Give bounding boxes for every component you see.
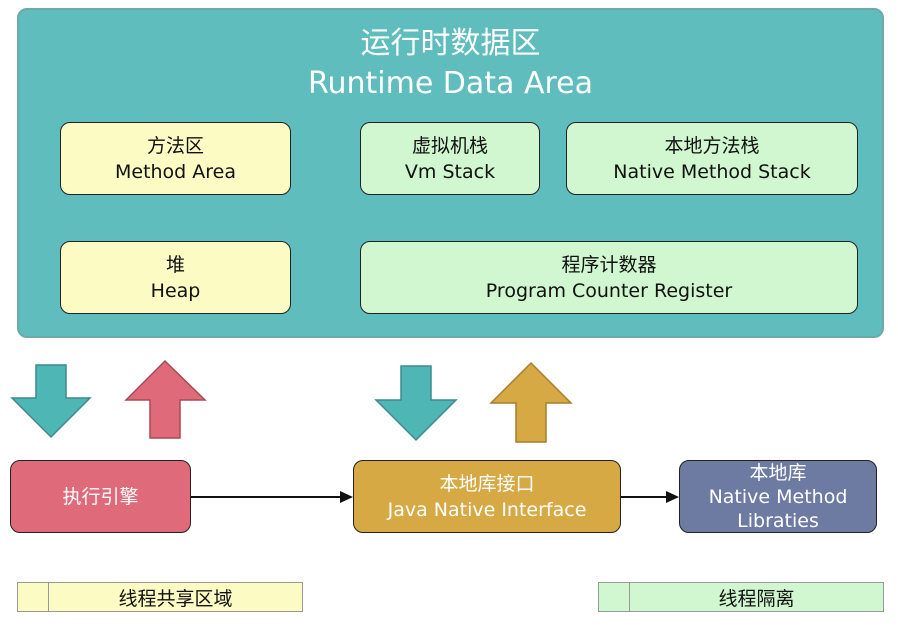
method-area-box: 方法区 Method Area — [60, 122, 291, 195]
heap-cn: 堆 — [165, 253, 185, 276]
native-method-stack-cn: 本地方法栈 — [664, 134, 760, 157]
heap-box: 堆 Heap — [60, 241, 291, 314]
legend-isolated-label: 线程隔离 — [718, 587, 795, 610]
native-interface-cn: 本地库接口 — [439, 472, 535, 495]
legend-shared: 线程共享区域 — [17, 582, 303, 612]
up-arrow-left — [124, 359, 207, 439]
vm-stack-cn: 虚拟机栈 — [411, 134, 488, 157]
pc-register-cn: 程序计数器 — [561, 253, 657, 276]
down-arrow-left — [10, 364, 92, 439]
connector-engine-to-interface-head — [340, 491, 353, 503]
program-counter-register-box: 程序计数器 Program Counter Register — [360, 241, 858, 314]
vm-stack-box: 虚拟机栈 Vm Stack — [360, 122, 540, 195]
native-libraries-en-line2: Libraties — [737, 509, 819, 532]
runtime-title-cn: 运行时数据区 — [360, 26, 541, 61]
legend-isolated: 线程隔离 — [598, 582, 884, 612]
native-method-stack-en: Native Method Stack — [613, 160, 811, 183]
method-area-cn: 方法区 — [146, 134, 204, 157]
runtime-data-area-title: 运行时数据区 Runtime Data Area — [19, 26, 882, 102]
legend-shared-swatch — [18, 583, 49, 611]
vm-stack-en: Vm Stack — [404, 160, 496, 183]
down-arrow-center — [374, 365, 458, 442]
connector-interface-to-libraries-head — [666, 491, 679, 503]
legend-shared-label: 线程共享区域 — [118, 587, 233, 610]
native-interface-en: Java Native Interface — [387, 498, 587, 521]
execution-engine-box: 执行引擎 — [10, 460, 191, 533]
native-libraries-cn: 本地库 — [749, 461, 807, 484]
native-libraries-box: 本地库 Native Method Libraties — [679, 460, 877, 533]
legend-isolated-swatch — [599, 583, 630, 611]
pc-register-en: Program Counter Register — [485, 279, 733, 302]
heap-en: Heap — [150, 279, 201, 302]
up-arrow-center — [489, 361, 573, 443]
native-libraries-en-line1: Native Method — [708, 485, 848, 508]
runtime-title-en: Runtime Data Area — [307, 66, 594, 101]
native-interface-box: 本地库接口 Java Native Interface — [353, 460, 621, 533]
method-area-en: Method Area — [114, 160, 237, 183]
execution-engine-cn: 执行引擎 — [62, 485, 139, 508]
native-method-stack-box: 本地方法栈 Native Method Stack — [566, 122, 858, 195]
